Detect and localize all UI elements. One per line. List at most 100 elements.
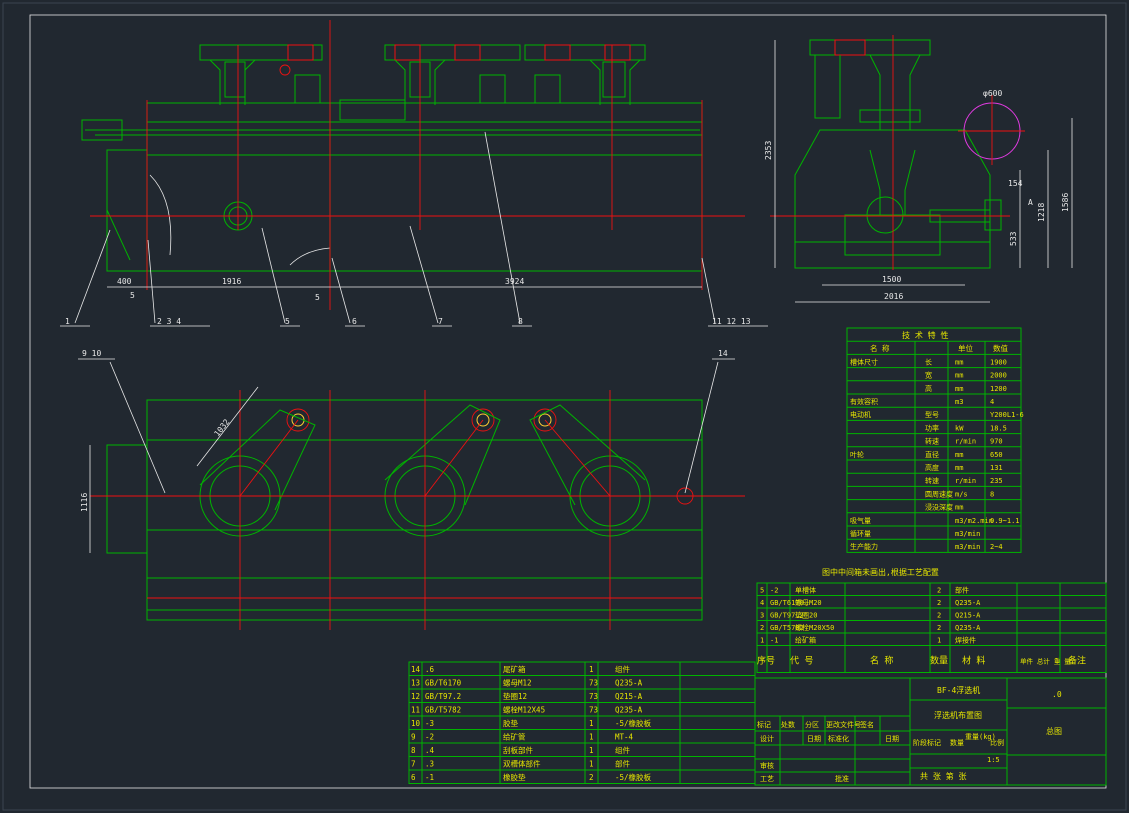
tb-stage-1: 数量 [950,738,964,747]
bom-upper-header-2: 名 称 [870,655,893,667]
bom-lower-row-8-col-4: -5/橡胶板 [615,772,652,782]
front-view: 400 1916 3924 5 5 1 2 3 4 5 6 7 8 11 12 … [60,20,768,327]
tech-row-6-col-1: 转速 [925,437,939,446]
dim-533: 533 [1009,231,1018,246]
bom-lower-row-2-col-1: GB/T97.2 [425,692,461,701]
dim-5b: 5 [315,293,320,302]
tech-row-1-col-1: 宽 [925,371,932,380]
bom-lower-row-0-col-3: 1 [589,665,594,674]
bom-lower-row-8-col-3: 2 [589,773,594,782]
tech-row-8-col-3: 131 [990,464,1003,472]
bom-upper-header-4: 材 料 [962,655,985,667]
tb-product: BF-4浮选机 [937,685,980,695]
tech-row-3-col-0: 有效容积 [850,397,878,406]
tech-row-7-col-1: 直径 [925,450,939,459]
bom-lower-row-2-col-2: 垫圈12 [503,691,527,701]
bom-lower-row-5-col-4: MT-4 [615,733,634,742]
tech-header-0: 名 称 [870,343,890,353]
tech-row-11-col-2: mm [955,504,963,512]
tech-row-4-col-1: 型号 [925,410,939,419]
bom-upper-row-4-col-5: 焊接件 [955,636,976,645]
bom-lower-row-2-col-4: Q215-A [615,692,643,701]
bom-upper-row-0-col-1: -2 [770,587,778,595]
tb-sign1-2: 分区 [805,720,819,729]
bom-upper-row-4-col-1: -1 [770,637,778,645]
tb-assembly: 总图 [1046,726,1062,736]
tech-row-6-col-3: 970 [990,438,1003,446]
bom-lower-row-1-col-1: GB/T6170 [425,679,462,688]
bom-lower-row-3-col-1: GB/T5782 [425,706,461,715]
tb-sign2-2: 日期 [807,735,821,743]
tech-row-0-col-0: 槽体尺寸 [850,357,878,366]
tb-scale: 1:5 [987,756,1000,764]
bom-lower-row-7-col-2: 双槽体部件 [503,759,541,769]
tb-sheets: 共 张 第 张 [920,771,966,781]
bom-lower-row-6-col-3: 1 [589,746,594,755]
bom-lower-row-0-col-1: .6 [425,665,435,674]
tech-row-11-col-1: 浸没深度 [925,503,953,512]
plan-view: 1116 1032 9 10 14 [78,349,745,630]
bom-upper-row-0-col-4: 2 [937,587,941,595]
tb-sign1-3: 更改文件号 [826,720,861,729]
tech-row-0-col-1: 长 [925,357,932,366]
bom-upper-row-0-col-5: 部件 [955,586,969,595]
tech-header-1: 单位 [958,343,973,353]
bom-upper-row-3-col-3: 螺栓M20X50 [795,623,834,632]
tech-row-1-col-2: mm [955,372,963,380]
tech-row-14-col-0: 生产能力 [850,542,878,551]
side-view: 2353 1500 2016 154 1218 1586 533 φ600 A [764,35,1073,303]
tech-row-2-col-3: 1200 [990,385,1007,393]
bom-lower-row-4-col-4: -5/橡胶板 [615,718,652,728]
bom-lower-row-5-col-0: 9 [411,733,416,742]
dim-3924: 3924 [505,277,524,286]
bom-lower-row-5-col-2: 给矿管 [503,732,526,742]
dim-400: 400 [117,277,132,286]
bom-lower-row-7-col-3: 1 [589,760,594,769]
balloon-9-10: 9 10 [82,349,101,358]
bom-lower-row-2-col-3: 73 [589,692,598,701]
bom-upper-row-2-col-0: 3 [760,612,764,620]
bom-lower-row-0-col-2: 尾矿箱 [503,664,526,674]
bom-lower-row-8-col-0: 6 [411,773,416,782]
bom-lower-row-7-col-0: 7 [411,760,416,769]
bom-upper-header-1: 代 号 [790,656,813,667]
tb-sign3-0: 审核 [760,761,774,770]
tb-sign1-0: 标记 [757,720,771,729]
bom-lower-row-6-col-0: 8 [411,746,416,755]
tech-row-7-col-0: 叶轮 [850,450,864,459]
outer-frame [29,14,1107,789]
dim-5a: 5 [130,291,135,300]
tech-row-9-col-2: r/min [955,477,976,485]
bom-lower-row-7-col-4: 部件 [615,759,630,769]
tech-row-10-col-2: m/s [955,490,968,498]
dim-1500: 1500 [882,275,901,284]
bom-upper-row-1-col-1: GB/T6170 [770,599,804,607]
tech-row-7-col-3: 650 [990,451,1003,459]
bom-lower-row-1-col-3: 73 [589,679,598,688]
bom-lower-row-7-col-1: .3 [425,760,434,769]
bom-lower-row-0-col-0: 14 [411,665,421,674]
bom-lower-row-6-col-2: 刮板部件 [503,745,533,755]
tb-sign1-4: 签名 [860,720,874,729]
tech-row-12-col-2: m3/m2.min [955,517,993,525]
bom-upper-row-4-col-3: 给矿箱 [795,636,816,645]
tech-title: 技 术 特 性 [902,330,948,340]
dim-2353: 2353 [764,141,773,160]
bom-upper-header-6: 备注 [1068,655,1086,667]
tb-stage-0: 阶段标记 [913,738,941,747]
tech-row-3-col-3: 4 [990,398,994,406]
tech-row-14-col-2: m3/min [955,543,980,551]
tb-sign2-0: 设计 [760,734,774,743]
tech-row-6-col-2: r/min [955,438,976,446]
tech-row-8-col-1: 高度 [925,463,939,472]
bom-upper-row-1-col-4: 2 [937,599,941,607]
bom-upper-header-3: 数量 [930,655,948,667]
bom-upper-row-3-col-4: 2 [937,624,941,632]
tech-row-0-col-3: 1900 [990,358,1007,366]
bom-lower-row-0-col-4: 组件 [615,664,630,674]
tb-sign2-3: 标准化 [828,734,849,743]
bom-lower-row-3-col-3: 73 [589,706,598,715]
